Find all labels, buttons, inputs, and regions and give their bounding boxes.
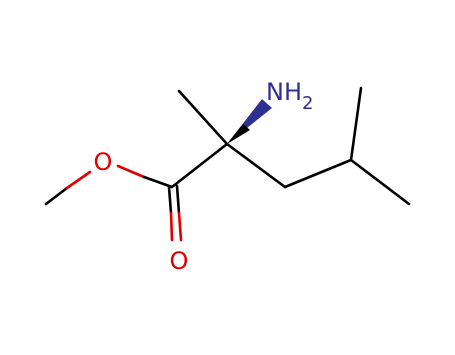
bond-ch-methyl-up (349, 86, 363, 162)
bond-carbonyl-alpha (170, 142, 229, 189)
bond-methoxy-c-o-red (65, 170, 92, 190)
bond-ch-methyl-right (349, 158, 411, 206)
amine-subscript: 2 (302, 93, 313, 114)
amine-label: NH (266, 78, 302, 106)
bond-alpha-methyl (177, 89, 229, 146)
bond-carbonyl-double-1a (167, 185, 173, 215)
bond-carbonyl-double-1b (169, 211, 174, 242)
bond-ch2-ch (283, 158, 353, 189)
bond-carbonyl-double-2a (175, 184, 181, 215)
carbonyl-oxygen-label: O (170, 247, 189, 275)
bond-alpha-ch2 (225, 142, 287, 189)
ester-oxygen-label: O (94, 148, 113, 176)
wedge-bond-alpha-base (227, 124, 250, 144)
bond-o-carbonyl-red (116, 164, 146, 179)
bond-o-carbonyl-black (142, 175, 174, 189)
bond-methoxy-c-o (44, 186, 69, 206)
bond-carbonyl-double-2b (177, 211, 183, 242)
